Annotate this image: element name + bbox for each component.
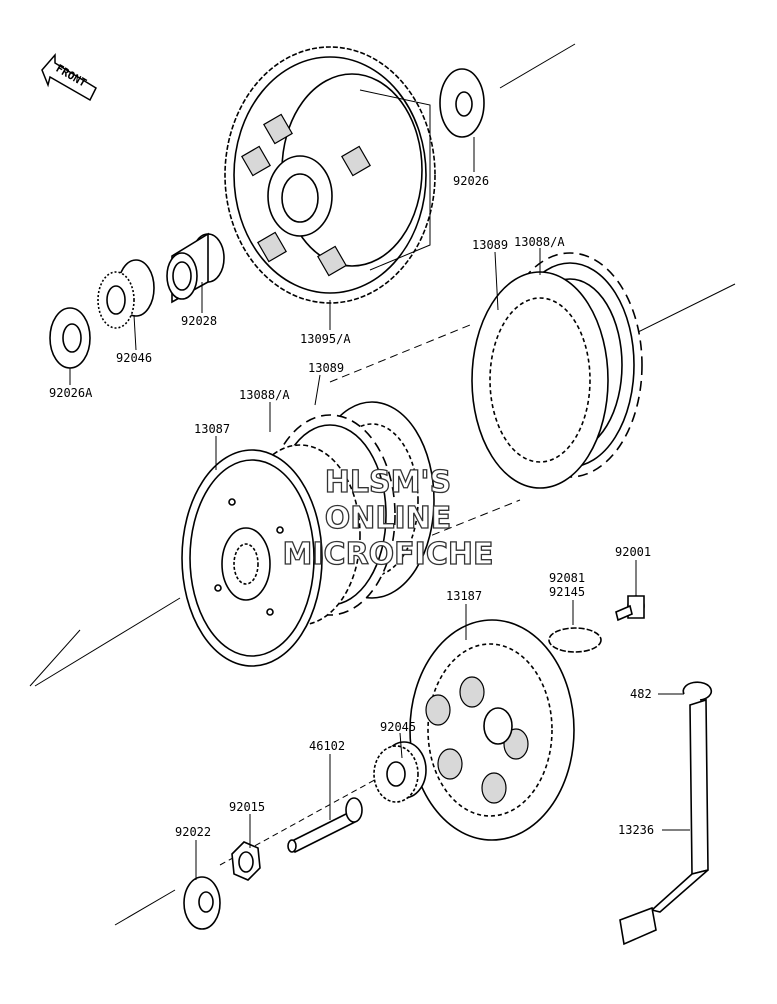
- label-482[interactable]: 482: [630, 687, 652, 701]
- label-92081[interactable]: 92081: [549, 571, 585, 585]
- label-46102[interactable]: 46102: [309, 739, 345, 753]
- label-13088a-top[interactable]: 13088/A: [514, 235, 565, 249]
- label-92001[interactable]: 92001: [615, 545, 651, 559]
- washer-92026[interactable]: [439, 68, 485, 138]
- label-13089-mid[interactable]: 13089: [308, 361, 344, 375]
- spring-92081-92145[interactable]: [548, 627, 602, 653]
- release-shaft-13236[interactable]: [619, 698, 709, 946]
- washer-92022[interactable]: [183, 876, 221, 930]
- washer-92026a[interactable]: [49, 307, 91, 369]
- leader-lines: [69, 137, 690, 880]
- label-92026a[interactable]: 92026A: [49, 386, 93, 400]
- clutch-hub-13087[interactable]: [181, 444, 361, 667]
- label-92045[interactable]: 92045: [380, 720, 416, 734]
- front-arrow-icon: FRONT: [41, 52, 97, 102]
- label-13236[interactable]: 13236: [618, 823, 654, 837]
- label-92022[interactable]: 92022: [175, 825, 211, 839]
- clutch-housing-13095a[interactable]: [224, 46, 436, 304]
- watermark-line-2: ONLINE: [325, 501, 452, 536]
- collar-92028[interactable]: [166, 232, 225, 304]
- bolt-92001[interactable]: [615, 595, 645, 622]
- needle-bearing-92046[interactable]: [97, 259, 155, 329]
- ball-bearing-92045[interactable]: [373, 741, 427, 803]
- label-13087[interactable]: 13087: [194, 422, 230, 436]
- push-rod-46102[interactable]: [287, 797, 363, 854]
- label-92028[interactable]: 92028: [181, 314, 217, 328]
- snap-ring-482[interactable]: [682, 681, 713, 701]
- steel-plate-13089-top[interactable]: [471, 271, 609, 489]
- label-92145[interactable]: 92145: [549, 585, 585, 599]
- label-92015[interactable]: 92015: [229, 800, 265, 814]
- label-92046[interactable]: 92046: [116, 351, 152, 365]
- watermark-line-1: HLSM'S: [325, 465, 451, 500]
- part-labels: 92026 13088/A 13089 92028 13095/A 92046 …: [49, 174, 654, 839]
- label-13187[interactable]: 13187: [446, 589, 482, 603]
- nut-92015[interactable]: [231, 841, 261, 881]
- label-13095a[interactable]: 13095/A: [300, 332, 351, 346]
- label-13088a-mid[interactable]: 13088/A: [239, 388, 290, 402]
- pressure-plate-13187[interactable]: [409, 619, 575, 841]
- watermark: HLSM'S ONLINE MICROFICHE: [282, 464, 494, 572]
- label-13089-top[interactable]: 13089: [472, 238, 508, 252]
- label-92026[interactable]: 92026: [453, 174, 489, 188]
- watermark-line-3: MICROFICHE: [283, 537, 494, 572]
